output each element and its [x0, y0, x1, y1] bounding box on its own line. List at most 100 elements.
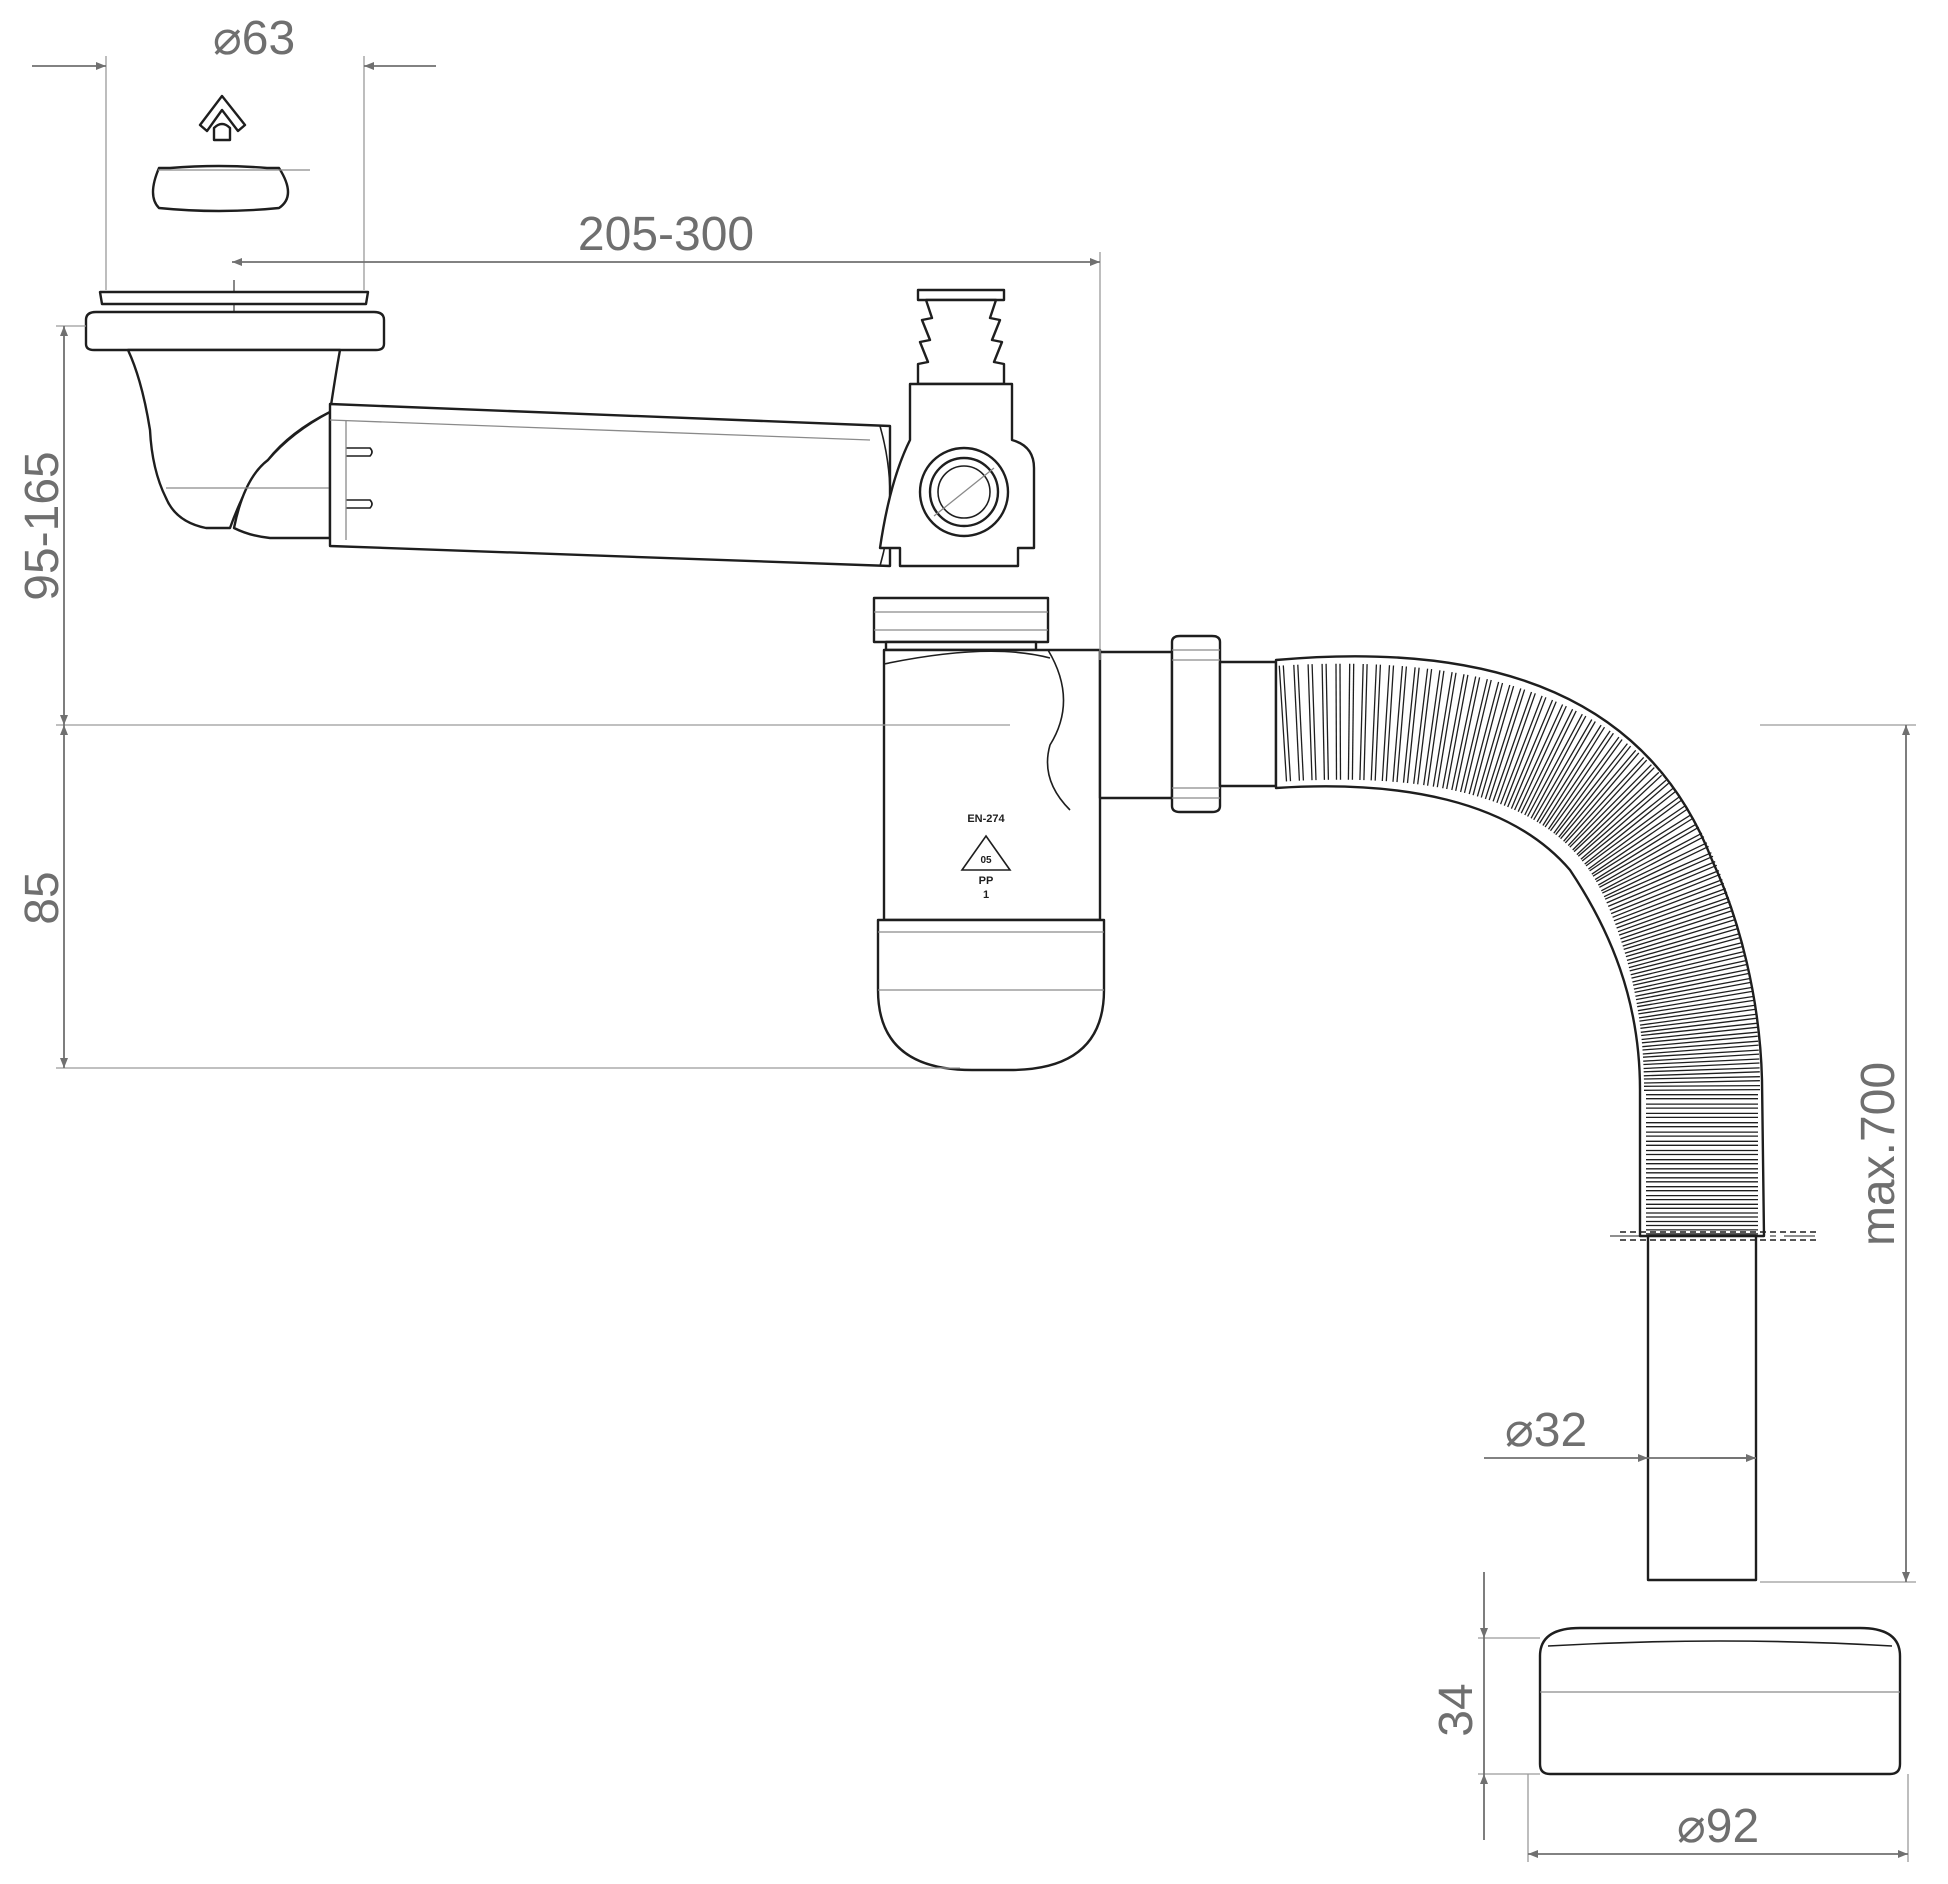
hose-rib: [1604, 852, 1712, 900]
hose-rib: [1335, 663, 1338, 780]
hose-rib: [1455, 677, 1481, 792]
flexible-hose: [1274, 655, 1766, 1238]
hose-rib: [1592, 814, 1692, 877]
hose-rib: [1597, 826, 1700, 886]
hose-rib: [1617, 891, 1728, 933]
overflow-tube-body: [328, 402, 892, 568]
hose-rib: [1533, 719, 1593, 821]
nipple-cap: [916, 288, 1006, 302]
dim-strainer-diameter-label: ⌀63: [213, 12, 295, 65]
pipe-diameter-value: 32: [1534, 1404, 1587, 1457]
hose-rib: [1643, 1088, 1761, 1091]
hose-rib: [1577, 779, 1667, 857]
dim-rosette-diameter-label: ⌀92: [1677, 1800, 1759, 1853]
hose-rib: [1436, 672, 1457, 788]
hose-rib: [1576, 774, 1663, 856]
hose-rib: [1325, 663, 1330, 780]
plug-body: [151, 164, 290, 213]
hose-rib: [1347, 663, 1351, 780]
overflow-port-inner: [937, 465, 991, 519]
rosette-top-rim: [1547, 1640, 1893, 1647]
hose-rib: [1636, 981, 1751, 1005]
dimension-rosette-diameter: ⌀92: [1527, 1774, 1909, 1862]
hose-rib: [1637, 986, 1752, 1008]
hose-rib: [1553, 739, 1623, 834]
hose-rib: [1639, 1004, 1755, 1022]
hose-rib: [1496, 693, 1536, 804]
trap-inner-curve: [1046, 649, 1071, 811]
hose-rib: [1621, 905, 1733, 943]
hose-rib: [1503, 697, 1547, 806]
hose-rib: [1610, 869, 1720, 915]
trap-shoulder: [883, 650, 1051, 665]
hose-rib: [1625, 923, 1738, 958]
hose-rib: [1643, 1076, 1760, 1080]
hose-rib: [1468, 681, 1500, 795]
dimension-rosette-height: 34: [1430, 1572, 1540, 1840]
hose-rib: [1459, 678, 1488, 793]
hose-rib: [1381, 665, 1391, 782]
recycle-triangle-icon: [960, 834, 1012, 871]
hose-rib: [1640, 1013, 1756, 1029]
hose-rib: [1589, 805, 1686, 872]
hose-rib: [1581, 787, 1674, 862]
stopper-plug: [151, 94, 310, 213]
hose-rib: [1639, 1008, 1755, 1026]
marking-material: PP: [979, 875, 994, 887]
diameter-symbol: ⌀: [1677, 1800, 1706, 1853]
hose-rib: [1396, 666, 1408, 783]
hose-rib: [1307, 664, 1313, 781]
hose-rib: [1423, 670, 1441, 786]
hose-rib: [1615, 882, 1725, 926]
hose-rib: [1569, 764, 1652, 848]
hose-rib: [1567, 759, 1648, 847]
trap-body: [872, 596, 1106, 1072]
hose-rib: [1627, 932, 1741, 965]
overflow-tube-highlight: [329, 419, 871, 441]
strainer-flange: [84, 310, 386, 352]
overflow-port-hatch: [933, 467, 995, 517]
hose-rib: [1572, 767, 1655, 851]
strainer-diameter-value: 63: [242, 12, 295, 65]
hose-rib: [1392, 666, 1404, 782]
hose-rib: [1591, 808, 1689, 875]
hose-rib: [1510, 701, 1557, 809]
hose-rib: [1538, 724, 1602, 824]
plug-stem: [212, 122, 232, 142]
body-marking: EN-274 05 PP 1: [960, 813, 1012, 901]
hose-rib: [1643, 1053, 1760, 1062]
diameter-symbol: ⌀: [213, 12, 242, 65]
hose-rib: [1635, 972, 1750, 997]
hose-rib: [1640, 1017, 1757, 1033]
hose-rib: [1624, 918, 1737, 954]
dimension-vertical-left: 95-165 85: [16, 325, 1010, 1069]
hose-rib: [1402, 667, 1416, 783]
dimension-overflow-length: 205-300: [232, 208, 1101, 660]
hose-rib: [1517, 705, 1567, 812]
hose-rib: [1622, 909, 1734, 947]
hose-rib: [1638, 995, 1754, 1015]
hose-rib: [1370, 664, 1378, 781]
hose-rib: [1573, 771, 1660, 853]
dimension-hose-length: max.700: [1760, 724, 1916, 1583]
dim-rosette-height-label: 34: [1430, 1683, 1483, 1736]
hose-rib: [1278, 665, 1288, 782]
hose-rib: [1580, 782, 1670, 860]
hose-rib: [1446, 674, 1469, 790]
hose-rib: [1588, 799, 1682, 870]
hose-rib: [1544, 730, 1611, 828]
hose-rib: [1595, 823, 1698, 883]
tube-clip-1: [346, 447, 373, 457]
hose-rib: [1514, 704, 1564, 811]
tail-pipe-body: [1646, 1234, 1758, 1582]
hose-rib: [1584, 791, 1676, 865]
hose-rib: [1594, 817, 1694, 881]
hose-rib: [1432, 671, 1453, 787]
hose-rib: [1484, 688, 1522, 800]
hose-rib: [1558, 745, 1632, 838]
dimension-pipe-diameter: ⌀32: [1484, 1404, 1756, 1462]
dim-trap-depth-label: 85: [16, 871, 69, 924]
hose-rib: [1564, 756, 1645, 844]
hose-rib: [1634, 968, 1749, 994]
